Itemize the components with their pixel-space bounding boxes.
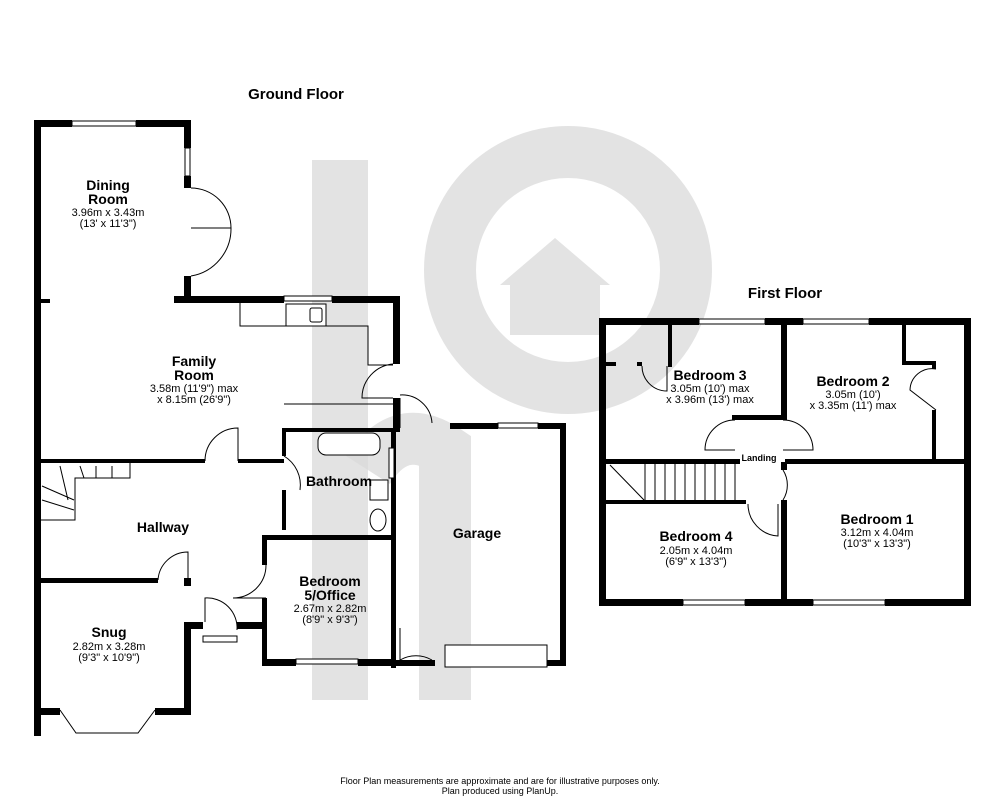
bathtub [317,432,381,456]
bedroom-2-dims-2: x 3.35m (11') max [810,400,897,412]
bedroom-1-label: Bedroom 1 [840,511,913,527]
window [283,295,333,302]
window [71,120,137,127]
bedroom-4-dims: 2.05m x 4.04m [660,545,733,557]
dining-room-dims-imperial: (13' x 11'3") [80,218,137,230]
bedroom-2-label: Bedroom 2 [816,373,889,389]
dining-room-label-2: Room [88,191,128,207]
snug-label: Snug [92,624,127,640]
window [295,658,359,665]
window [388,447,395,479]
bedroom-5-dims: 2.67m x 2.82m [294,603,367,615]
watermark-logo [312,126,712,700]
bedroom-5-label-2: 5/Office [304,587,356,603]
dining-room-label: Dining [86,177,130,193]
front-door [202,635,238,643]
first-stairs [609,464,736,501]
bathroom-label: Bathroom [306,473,372,489]
bedroom-5-label: Bedroom [299,573,360,589]
planup-credit: Plan produced using PlanUp. [442,786,559,796]
landing-label: Landing [742,453,777,463]
disclaimer-text: Floor Plan measurements are approximate … [340,776,660,786]
family-room-dims: 3.58m (11'9") max [150,383,239,395]
hallway-label: Hallway [137,519,189,535]
sink [369,479,389,501]
family-room-label: Family [172,353,217,369]
bedroom-3-dims: 3.05m (10') max [670,383,750,395]
bedroom-2-dims: 3.05m (10') [825,389,880,401]
ground-stairs [40,463,131,521]
bedroom-3-dims-2: x 3.96m (13') max [666,394,754,406]
garage-label: Garage [453,525,501,541]
window [698,318,766,325]
bedroom-4-label: Bedroom 4 [659,528,732,544]
window [682,599,746,606]
window [812,599,886,606]
window [184,147,191,177]
dining-room-dims: 3.96m x 3.43m [72,207,145,219]
snug-dims: 2.82m x 3.28m [73,641,146,653]
ground-floor-walls [34,120,566,736]
garage-door [444,644,548,668]
first-floor-title: First Floor [748,285,822,302]
first-floor-walls [599,318,971,606]
bedroom-4-dims-imperial: (6'9" x 13'3") [665,556,727,568]
window [497,422,539,429]
bedroom-3-label: Bedroom 3 [673,367,746,383]
snug-dims-imperial: (9'3" x 10'9") [78,652,140,664]
toilet [369,508,387,532]
ground-floor-title: Ground Floor [248,86,344,103]
bedroom-5-dims-imperial: (8'9" x 9'3") [302,614,357,626]
window [802,318,870,325]
family-room-label-2: Room [174,367,214,383]
bedroom-1-dims-imperial: (10'3" x 13'3") [843,538,911,550]
bedroom-1-dims: 3.12m x 4.04m [841,527,914,539]
family-room-dims-2: x 8.15m (26'9") [157,394,231,406]
